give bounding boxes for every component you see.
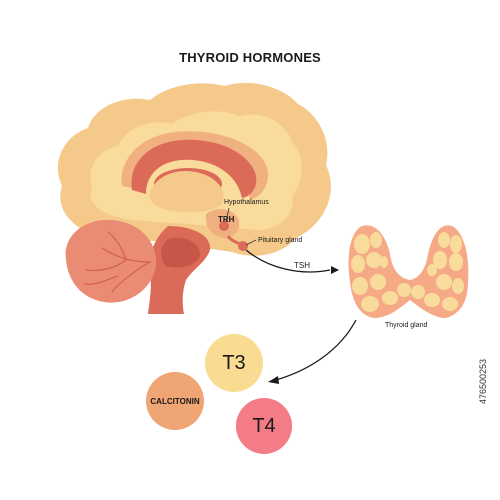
thyroid-label: Thyroid gland [385, 322, 428, 329]
stock-id-watermark: 476500253 [478, 358, 488, 404]
cerebellum [65, 219, 157, 303]
calcitonin-hormone-circle: CALCITONIN [146, 372, 204, 430]
t4-hormone-circle: T4 [236, 398, 292, 454]
thyroid-lobules [351, 232, 464, 312]
t3-label: T3 [222, 351, 246, 374]
leader-lines [225, 207, 257, 246]
pituitary-label: Pituitary gland [258, 237, 303, 244]
thyroid-shape [348, 225, 469, 318]
thalamus [149, 170, 224, 213]
calcitonin-label: CALCITONIN [150, 396, 200, 406]
thyroid-gland [348, 225, 469, 318]
cerebellum-veins [83, 231, 151, 293]
t4-label: T4 [252, 414, 276, 437]
hormone-arrow [268, 319, 357, 384]
tsh-arrow [245, 249, 339, 274]
brain [57, 82, 331, 314]
pituitary-gland [238, 241, 248, 251]
t3-hormone-circle: T3 [205, 334, 263, 392]
trh-label: TRH [218, 215, 235, 224]
hypothalamus-dot [219, 221, 229, 231]
hypothalamus-leader [225, 207, 230, 223]
diagram-title: THYROID HORMONES [179, 50, 321, 65]
tsh-label: TSH [294, 261, 310, 270]
hypothalamus-label: Hypothalamus [224, 199, 269, 206]
pituitary-leader [245, 239, 257, 246]
pons [161, 237, 200, 268]
corpus-callosum [131, 139, 257, 198]
